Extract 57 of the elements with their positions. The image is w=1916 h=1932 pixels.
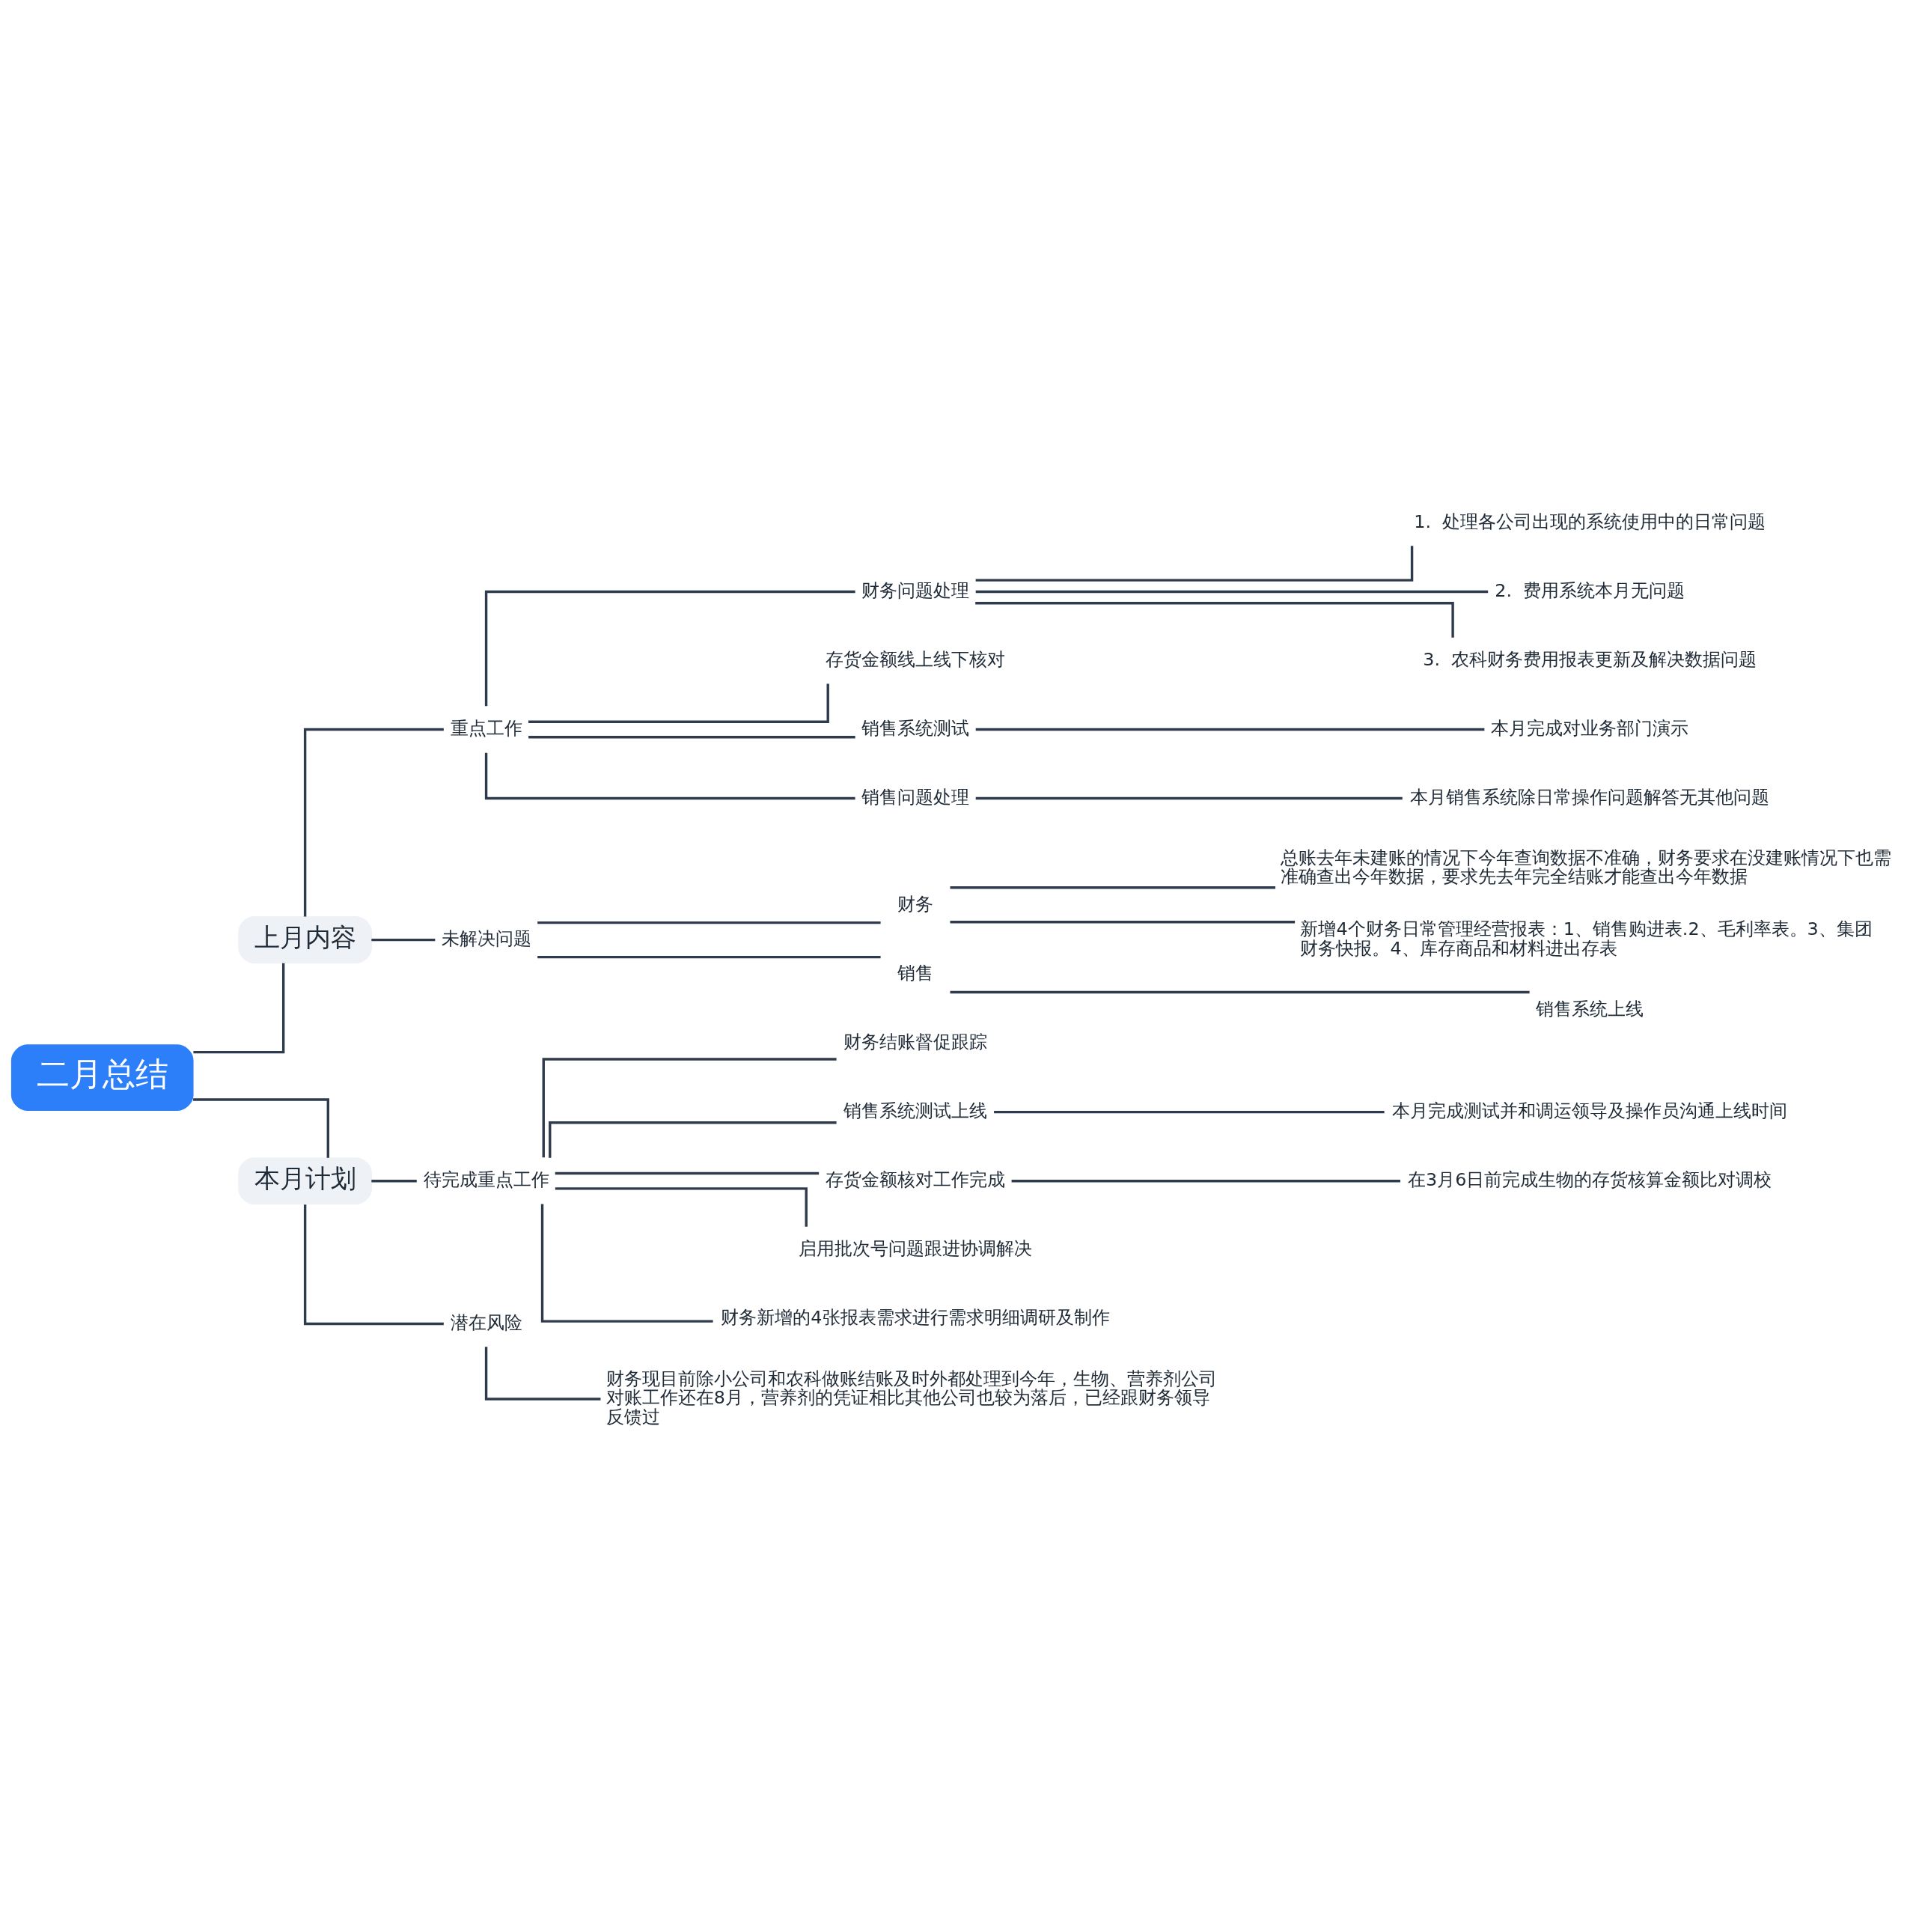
connector bbox=[303, 728, 444, 916]
connector bbox=[950, 886, 1276, 889]
node-box: 上月内容 bbox=[238, 915, 373, 963]
connector bbox=[555, 1186, 808, 1227]
connector bbox=[975, 601, 1454, 638]
connector bbox=[193, 1097, 329, 1158]
connector bbox=[540, 1204, 713, 1323]
connector bbox=[542, 1057, 837, 1157]
node-text: 销售系统测试 bbox=[861, 717, 969, 739]
connector bbox=[975, 796, 1403, 799]
node-text: 2. 费用系统本月无问题 bbox=[1495, 579, 1685, 601]
node-text: 销售系统测试上线 bbox=[843, 1100, 987, 1121]
connector bbox=[528, 683, 829, 723]
node-text: 存货金额核对工作完成 bbox=[825, 1168, 1005, 1190]
connector bbox=[975, 590, 1489, 593]
connector bbox=[537, 921, 881, 924]
connector bbox=[975, 728, 1485, 731]
connector bbox=[371, 1179, 417, 1182]
node-box: 本月计划 bbox=[238, 1157, 373, 1204]
node-text: 启用批次号问题跟进协调解决 bbox=[798, 1237, 1032, 1259]
connector bbox=[484, 590, 855, 706]
node-text: 财务 bbox=[897, 893, 933, 915]
connector bbox=[950, 990, 1530, 993]
connector bbox=[537, 955, 881, 958]
connector bbox=[484, 752, 855, 799]
connector bbox=[555, 1171, 820, 1174]
connector bbox=[193, 963, 285, 1053]
connector bbox=[303, 1204, 444, 1325]
connector bbox=[528, 735, 855, 738]
node-text: 新增4个财务日常管理经营报表：1、销售购进表.2、毛利率表。3、集团财务快报。4、库存商品和材料进出存表 bbox=[1300, 918, 1873, 959]
node-text: 3. 农科财务费用报表更新及解决数据问题 bbox=[1423, 648, 1757, 670]
node-text: 财务现目前除小公司和农科做账结账及时外都处理到今年，生物、营养剂公司对账工作还在8月，营养剂的凭证相比其他公司也较为落后，已经跟财务领导反馈过 bbox=[605, 1368, 1217, 1427]
connector bbox=[549, 1121, 837, 1158]
connector bbox=[1011, 1179, 1400, 1182]
node-text: 销售系统上线 bbox=[1536, 998, 1644, 1020]
node-text: 销售问题处理 bbox=[861, 786, 969, 808]
node-text: 财务新增的4张报表需求进行需求明细调研及制作 bbox=[721, 1306, 1110, 1328]
node-text: 未解决问题 bbox=[441, 927, 531, 949]
connector bbox=[950, 920, 1296, 923]
node-box: 二月总结 bbox=[10, 1043, 194, 1111]
node-text: 本月销售系统除日常操作问题解答无其他问题 bbox=[1410, 786, 1770, 808]
node-text: 存货金额线上线下核对 bbox=[825, 648, 1005, 670]
connector bbox=[484, 1346, 601, 1401]
node-text: 本月完成测试并和调运领导及操作员沟通上线时间 bbox=[1392, 1100, 1788, 1121]
connector bbox=[371, 938, 436, 941]
node-text: 在3月6日前完成生物的存货核算金额比对调校 bbox=[1408, 1168, 1772, 1190]
node-text: 1. 处理各公司出现的系统使用中的日常问题 bbox=[1414, 511, 1766, 532]
node-text: 重点工作 bbox=[450, 717, 522, 739]
node-text: 财务问题处理 bbox=[861, 579, 969, 601]
node-text: 财务结账督促跟踪 bbox=[843, 1031, 987, 1052]
connector bbox=[975, 545, 1414, 582]
node-text: 本月完成对业务部门演示 bbox=[1491, 717, 1689, 739]
connector bbox=[994, 1110, 1385, 1113]
node-text: 总账去年未建账的情况下今年查询数据不准确，财务要求在没建账情况下也需准确查出今年数据，要求先去年完全结账才能查出今年数据 bbox=[1281, 847, 1892, 887]
node-text: 待完成重点工作 bbox=[423, 1168, 549, 1190]
node-text: 潜在风险 bbox=[450, 1311, 522, 1333]
node-text: 销售 bbox=[897, 962, 933, 984]
